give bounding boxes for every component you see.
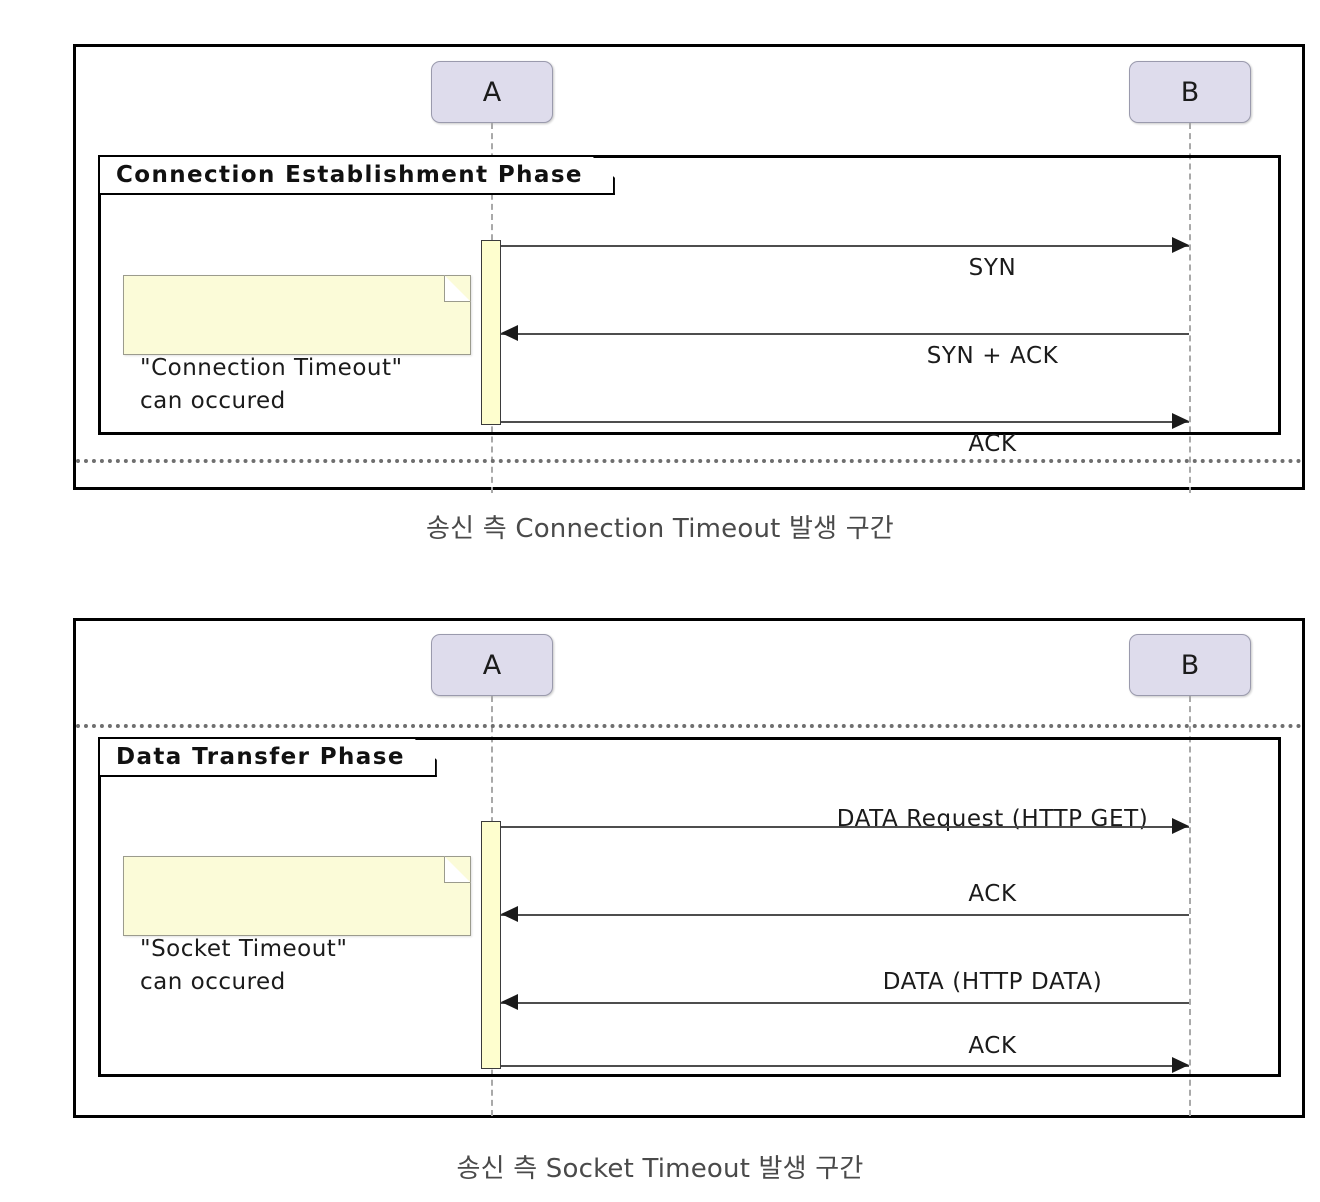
participant-a-label: A <box>482 649 502 681</box>
message-label-syn: SYN <box>76 255 1189 281</box>
figure-data-transfer: A B Data Transfer Phase DATA Request (HT… <box>73 618 1305 1118</box>
participant-a[interactable]: A <box>431 61 553 123</box>
arrow-head-data-request <box>1172 818 1189 834</box>
arrow-head-syn <box>1172 237 1189 253</box>
participant-b-label: B <box>1180 76 1200 108</box>
participant-b[interactable]: B <box>1129 634 1251 696</box>
activation-bar-a <box>481 821 501 1069</box>
message-label-ack: ACK <box>76 431 1189 457</box>
frame-label-text: Connection Establishment Phase <box>116 162 583 188</box>
message-label-syn-ack: SYN + ACK <box>76 343 1189 369</box>
frame-label-tab: Data Transfer Phase <box>100 739 437 777</box>
message-text: SYN + ACK <box>926 343 1059 369</box>
frame-connection-establishment: Connection Establishment Phase <box>98 155 1281 435</box>
participant-a-label: A <box>482 76 502 108</box>
message-line-data <box>501 1002 1189 1004</box>
message-line-syn-ack <box>501 333 1189 335</box>
note-text: "Connection Timeout" can occured <box>140 354 403 415</box>
frame-label-text: Data Transfer Phase <box>116 744 405 770</box>
message-line-ack <box>501 421 1189 423</box>
message-line-data-request <box>501 826 1189 828</box>
figure-connection-establishment: A B Connection Establishment Phase SYN <box>73 44 1305 493</box>
participant-a[interactable]: A <box>431 634 553 696</box>
arrow-head-syn-ack <box>501 325 518 341</box>
lifeline-b <box>1189 696 1191 1116</box>
message-label-data-request: DATA Request (HTTP GET) <box>76 806 1189 832</box>
frame-label-tab: Connection Establishment Phase <box>100 157 615 195</box>
arrow-head-ack <box>1172 413 1189 429</box>
message-line-ack-1 <box>501 914 1189 916</box>
lifeline-b <box>1189 123 1191 493</box>
message-label-ack-1: ACK <box>76 881 1189 907</box>
message-line-ack-2 <box>501 1065 1189 1067</box>
caption-connection-timeout: 송신 측 Connection Timeout 발생 구간 <box>426 514 894 544</box>
note-fold-corner <box>444 275 471 302</box>
arrow-head-ack-2 <box>1172 1057 1189 1073</box>
message-text: SYN <box>968 255 1017 281</box>
participant-b[interactable]: B <box>1129 61 1251 123</box>
phase-divider <box>76 459 1302 463</box>
note-socket-timeout: "Socket Timeout" can occured <box>123 856 471 995</box>
caption-socket-timeout: 송신 측 Socket Timeout 발생 구간 <box>456 1154 864 1184</box>
arrow-head-data <box>501 994 518 1010</box>
message-text: ACK <box>968 1033 1017 1059</box>
activation-bar-a <box>481 240 501 425</box>
sequence-diagram-1: A B Connection Establishment Phase SYN <box>76 47 1302 493</box>
note-connection-timeout: "Connection Timeout" can occured <box>123 275 471 414</box>
participant-b-label: B <box>1180 649 1200 681</box>
message-text: DATA (HTTP DATA) <box>882 969 1103 995</box>
note-text: "Socket Timeout" can occured <box>140 935 348 996</box>
phase-divider <box>76 724 1302 728</box>
frame-data-transfer: Data Transfer Phase <box>98 737 1281 1077</box>
arrow-head-ack-1 <box>501 906 518 922</box>
message-label-data: DATA (HTTP DATA) <box>76 969 1189 995</box>
message-text: DATA Request (HTTP GET) <box>836 806 1149 832</box>
message-text: ACK <box>968 881 1017 907</box>
message-text: ACK <box>968 431 1017 457</box>
message-label-ack-2: ACK <box>76 1033 1189 1059</box>
message-line-syn <box>501 245 1189 247</box>
sequence-diagram-2: A B Data Transfer Phase DATA Request (HT… <box>76 621 1302 1116</box>
note-fold-corner <box>444 856 471 883</box>
